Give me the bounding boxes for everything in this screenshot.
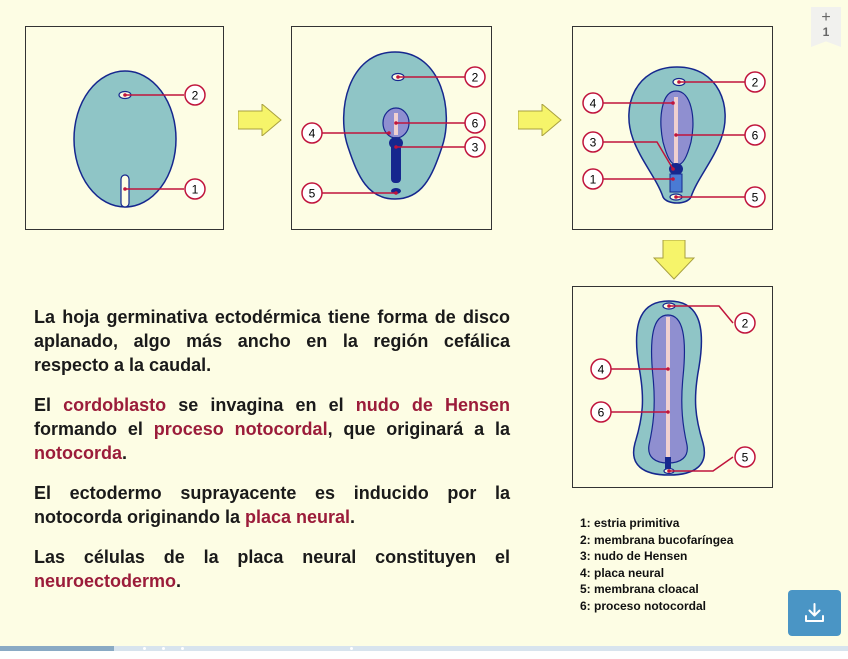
label-marker: 2 xyxy=(184,84,206,106)
svg-text:3: 3 xyxy=(472,141,479,155)
label-marker: 2 xyxy=(744,71,766,93)
text-run: se invagina en el xyxy=(166,395,356,415)
paragraph-ectoderm-shape: La hoja germinativa ectodérmica tiene fo… xyxy=(34,305,510,377)
text-run: El xyxy=(34,395,64,415)
diagram-panel-1: 2 1 xyxy=(25,26,224,230)
arrow-icon xyxy=(518,104,562,136)
svg-text:5: 5 xyxy=(309,187,316,201)
embryo-disc-stage-3: 2 4 6 3 1 5 xyxy=(582,66,766,208)
legend-item: 4: placa neural xyxy=(580,565,665,580)
highlighted-term: neuroectodermo xyxy=(34,571,177,591)
svg-text:2: 2 xyxy=(472,71,479,85)
text-run: . xyxy=(122,443,128,463)
zoom-level: 1 xyxy=(822,25,830,39)
label-marker: 4 xyxy=(301,122,323,144)
download-button[interactable] xyxy=(788,590,841,636)
svg-text:5: 5 xyxy=(752,191,759,205)
paragraph-neural-plate: El ectodermo suprayacente es inducido po… xyxy=(34,481,510,529)
svg-text:4: 4 xyxy=(598,363,605,377)
label-marker: 6 xyxy=(590,401,612,423)
embryo-disc-stage-4: 2 4 6 5 xyxy=(590,300,756,476)
label-marker: 5 xyxy=(744,186,766,208)
text-run: Las células de la placa neural constituy… xyxy=(34,547,510,567)
embryo-disc-stage-1: 2 1 xyxy=(73,70,206,208)
svg-text:6: 6 xyxy=(472,117,479,131)
legend-item: 6: proceso notocordal xyxy=(580,598,707,613)
zoom-badge[interactable]: + 1 xyxy=(811,7,841,47)
label-marker: 3 xyxy=(582,131,604,153)
svg-text:4: 4 xyxy=(309,127,316,141)
highlighted-term: nudo de Hensen xyxy=(355,395,510,415)
download-icon xyxy=(805,603,824,622)
legend-item: 2: membrana bucofaríngea xyxy=(580,532,734,547)
highlighted-term: proceso notocordal xyxy=(153,419,328,439)
text-run: formando el xyxy=(34,419,154,439)
label-marker: 2 xyxy=(734,312,756,334)
arrow-icon xyxy=(653,240,695,280)
label-marker: 5 xyxy=(734,446,756,468)
paragraph-cordoblasto: El cordoblasto se invagina en el nudo de… xyxy=(34,393,510,465)
progress-fill xyxy=(0,646,115,651)
legend-item: 1: estria primitiva xyxy=(580,516,680,530)
highlighted-term: notocorda xyxy=(34,443,122,463)
paragraph-neuroectoderm: Las células de la placa neural constituy… xyxy=(34,545,510,593)
arrow-icon xyxy=(238,104,282,136)
svg-text:2: 2 xyxy=(742,317,749,331)
svg-text:2: 2 xyxy=(192,89,199,103)
diagram-panel-2: 2 6 4 3 5 xyxy=(291,26,492,230)
progress-bar[interactable] xyxy=(0,646,848,651)
text-run: . xyxy=(350,507,356,527)
diagram-panel-4: 2 4 6 5 xyxy=(572,286,773,488)
embryo-disc-stage-2: 2 6 4 3 5 xyxy=(301,51,486,204)
label-marker: 6 xyxy=(744,124,766,146)
svg-text:1: 1 xyxy=(192,183,199,197)
progress-dot xyxy=(181,647,184,650)
label-marker: 4 xyxy=(582,92,604,114)
progress-dot xyxy=(350,647,353,650)
svg-text:6: 6 xyxy=(752,129,759,143)
diagram-panel-3: 2 4 6 3 1 5 xyxy=(572,26,773,230)
svg-text:3: 3 xyxy=(590,136,597,150)
zoom-plus-icon: + xyxy=(821,9,831,26)
legend-item: 3: nudo de Hensen xyxy=(580,549,688,563)
text-run: . xyxy=(176,571,182,591)
svg-text:2: 2 xyxy=(752,76,759,90)
label-marker: 5 xyxy=(301,182,323,204)
svg-text:4: 4 xyxy=(590,97,597,111)
label-marker: 1 xyxy=(184,178,206,200)
text-run: La hoja germinativa ectodérmica tiene fo… xyxy=(34,307,510,375)
label-marker: 6 xyxy=(464,112,486,134)
text-run: El ectodermo suprayacente es inducido po… xyxy=(34,483,510,527)
label-marker: 3 xyxy=(464,136,486,158)
highlighted-term: placa neural xyxy=(245,507,351,527)
highlighted-term: cordoblasto xyxy=(63,395,167,415)
svg-text:6: 6 xyxy=(598,406,605,420)
legend-item: 5: membrana cloacal xyxy=(580,582,699,596)
label-marker: 4 xyxy=(590,358,612,380)
svg-text:5: 5 xyxy=(742,451,749,465)
legend: 1: estria primitiva 2: membrana bucofarí… xyxy=(580,515,733,614)
label-marker: 1 xyxy=(582,168,604,190)
progress-dot xyxy=(162,647,165,650)
label-marker: 2 xyxy=(464,66,486,88)
svg-text:1: 1 xyxy=(590,173,597,187)
progress-dot xyxy=(143,647,146,650)
text-run: , que originará a la xyxy=(327,419,510,439)
